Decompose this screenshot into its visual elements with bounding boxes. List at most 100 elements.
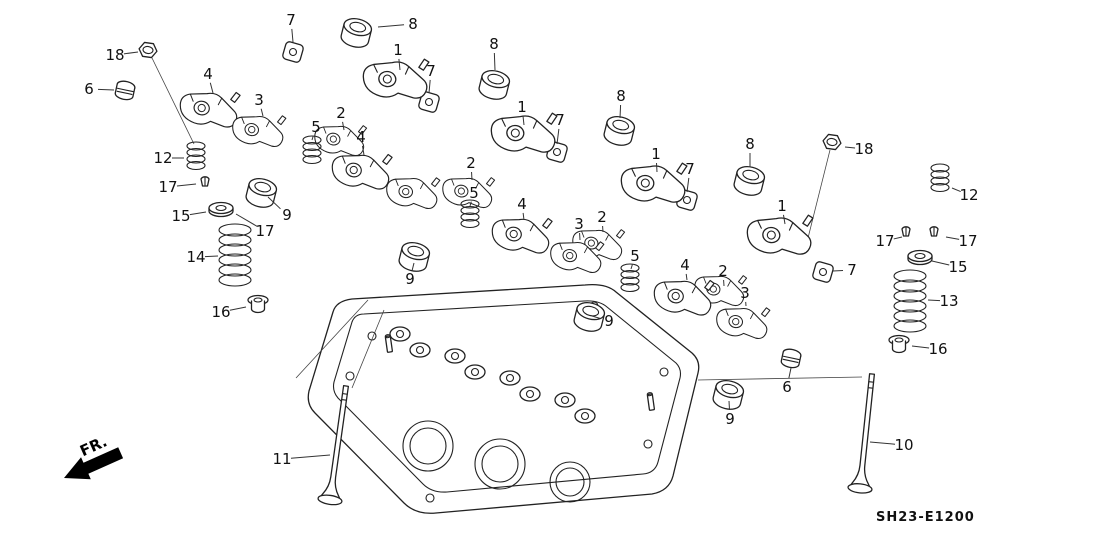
callout-leader <box>951 187 961 193</box>
callout-11: 11 <box>272 450 291 468</box>
rocker-arms-1 <box>359 48 817 261</box>
callout-7: 7 <box>847 261 857 279</box>
callout-2: 2 <box>718 262 728 280</box>
callout-leader <box>655 162 658 173</box>
callout-3: 3 <box>740 284 750 302</box>
callout-leader <box>176 183 197 187</box>
callout-leader <box>267 196 281 210</box>
callout-13: 13 <box>939 292 958 310</box>
keeper-17-right-b <box>929 226 939 237</box>
axis-lines <box>151 57 863 389</box>
callout-leader <box>291 28 294 43</box>
callout-leader <box>311 135 314 141</box>
callout-leader <box>685 273 688 281</box>
callout-5: 5 <box>469 184 479 202</box>
callout-17: 17 <box>875 232 894 250</box>
callout-9: 9 <box>725 410 735 428</box>
callout-4: 4 <box>517 195 527 213</box>
callout-7: 7 <box>685 160 695 178</box>
callout-1: 1 <box>393 41 403 59</box>
callout-1: 1 <box>651 145 661 163</box>
callout-17: 17 <box>958 232 977 250</box>
callout-8: 8 <box>745 135 755 153</box>
callout-2: 2 <box>466 154 476 172</box>
seal-16-right <box>888 334 910 354</box>
callout-leader <box>209 82 214 94</box>
callout-leader <box>728 400 731 411</box>
callout-leader <box>619 104 622 119</box>
cylinder-head-drawing <box>307 284 700 514</box>
callout-18: 18 <box>105 46 124 64</box>
seal-16-left <box>247 294 269 314</box>
callout-leader <box>97 88 115 91</box>
callout-leader <box>260 108 264 117</box>
callout-leader <box>911 345 930 349</box>
callout-leader <box>832 269 844 272</box>
callout-4: 4 <box>203 65 213 83</box>
nut-18-left <box>137 41 159 59</box>
callout-leader <box>189 211 207 216</box>
keeper-17-left <box>200 176 210 187</box>
callout-14: 14 <box>186 248 205 266</box>
callout-12: 12 <box>153 149 172 167</box>
callout-15: 15 <box>948 258 967 276</box>
callout-leader <box>522 115 525 126</box>
callout-1: 1 <box>777 197 787 215</box>
callout-1: 1 <box>517 98 527 116</box>
callout-leader <box>290 454 331 459</box>
retainer-15-left <box>208 201 234 218</box>
callout-3: 3 <box>574 215 584 233</box>
fr-arrow: FR. <box>64 432 124 480</box>
spring-12-right <box>930 163 950 193</box>
callout-leader <box>235 213 258 227</box>
callout-leader <box>686 177 690 193</box>
callout-leader <box>591 315 601 319</box>
callout-12: 12 <box>959 186 978 204</box>
callout-2: 2 <box>597 208 607 226</box>
left-valve-stack <box>113 41 269 314</box>
callout-3: 3 <box>254 91 264 109</box>
callout-leader <box>469 201 472 207</box>
callout-15: 15 <box>171 207 190 225</box>
callout-10: 10 <box>894 436 913 454</box>
cap-6-right <box>779 347 803 370</box>
callout-6: 6 <box>84 80 94 98</box>
callout-leader <box>945 236 960 240</box>
callout-leader <box>522 212 525 221</box>
callout-7: 7 <box>555 111 565 129</box>
callout-6: 6 <box>782 378 792 396</box>
callout-9: 9 <box>282 206 292 224</box>
callout-leader <box>927 299 941 302</box>
callout-leader <box>204 255 219 258</box>
callout-leader <box>229 306 247 311</box>
callout-5: 5 <box>630 247 640 265</box>
nut-18-right <box>821 133 843 151</box>
callout-9: 9 <box>405 270 415 288</box>
buckets-8 <box>338 15 767 199</box>
combustion-chambers <box>402 420 591 503</box>
callout-7: 7 <box>286 11 296 29</box>
callout-leader <box>411 262 415 271</box>
callout-9: 9 <box>604 312 614 330</box>
valve-10 <box>846 372 885 495</box>
callout-leader <box>630 264 633 270</box>
callout-16: 16 <box>928 340 947 358</box>
callout-leader <box>398 58 401 71</box>
callout-leader <box>556 128 560 145</box>
valve-guide-bosses <box>389 326 596 424</box>
callout-16: 16 <box>211 303 230 321</box>
diagram-code: SH23-E1200 <box>876 510 975 525</box>
callout-8: 8 <box>489 35 499 53</box>
callout-leader <box>493 52 496 71</box>
callout-4: 4 <box>680 256 690 274</box>
callout-leader <box>361 145 365 156</box>
callout-8: 8 <box>408 15 418 33</box>
callout-leader <box>342 121 345 131</box>
spring-14 <box>218 223 252 287</box>
callout-leader <box>123 51 139 55</box>
callout-leader <box>893 236 903 240</box>
callout-8: 8 <box>616 87 626 105</box>
callout-leader <box>869 441 896 445</box>
